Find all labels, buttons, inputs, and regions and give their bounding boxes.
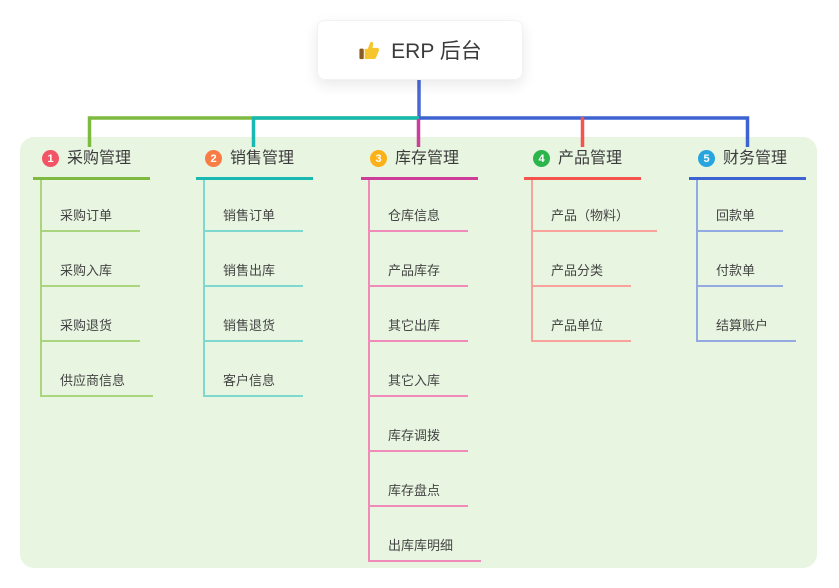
branch-children-connector-line xyxy=(40,180,42,397)
branch-node[interactable]: 1 采购管理 xyxy=(33,146,150,180)
branch-number-badge: 2 xyxy=(205,150,222,167)
branch: 1 采购管理 采购订单采购入库采购退货供应商信息 xyxy=(33,146,203,397)
child-node[interactable]: 产品分类 xyxy=(531,261,632,287)
child-node[interactable]: 供应商信息 xyxy=(40,371,154,397)
branch-label: 产品管理 xyxy=(558,150,623,167)
child-node[interactable]: 仓库信息 xyxy=(368,206,469,232)
branch-number-badge: 4 xyxy=(533,150,550,167)
branch-number-badge: 3 xyxy=(370,150,387,167)
child-node[interactable]: 产品单位 xyxy=(531,316,632,342)
child-node[interactable]: 产品库存 xyxy=(368,261,469,287)
branch-number-badge: 5 xyxy=(698,150,715,167)
branch-label: 采购管理 xyxy=(67,150,132,167)
child-node[interactable]: 采购订单 xyxy=(40,206,141,232)
child-node[interactable]: 其它出库 xyxy=(368,316,469,342)
child-node[interactable]: 销售出库 xyxy=(203,261,304,287)
child-node[interactable]: 回款单 xyxy=(696,206,784,232)
child-node[interactable]: 销售退货 xyxy=(203,316,304,342)
branch-children-connector-line xyxy=(531,180,533,342)
child-node[interactable]: 其它入库 xyxy=(368,371,469,397)
root-node-label: ERP 后台 xyxy=(391,40,482,63)
child-node[interactable]: 付款单 xyxy=(696,261,784,287)
child-node[interactable]: 采购退货 xyxy=(40,316,141,342)
branch-node[interactable]: 5 财务管理 xyxy=(689,146,806,180)
child-node[interactable]: 结算账户 xyxy=(696,316,797,342)
branch-node[interactable]: 3 库存管理 xyxy=(361,146,478,180)
branch: 3 库存管理 仓库信息产品库存其它出库其它入库库存调拨库存盘点出库库明细 xyxy=(361,146,531,562)
branch-label: 销售管理 xyxy=(230,150,295,167)
branch: 5 财务管理 回款单付款单结算账户 xyxy=(689,146,839,342)
branch-label: 财务管理 xyxy=(723,150,788,167)
child-node[interactable]: 库存盘点 xyxy=(368,481,469,507)
branch-node[interactable]: 4 产品管理 xyxy=(524,146,641,180)
thumbs-up-icon xyxy=(358,39,381,62)
branch-children-connector-line xyxy=(203,180,205,397)
child-node[interactable]: 采购入库 xyxy=(40,261,141,287)
child-node[interactable]: 出库库明细 xyxy=(368,536,482,562)
branch-children-connector-line xyxy=(368,180,370,562)
child-node[interactable]: 库存调拨 xyxy=(368,426,469,452)
branch-children-connector-line xyxy=(696,180,698,342)
branch: 2 销售管理 销售订单销售出库销售退货客户信息 xyxy=(196,146,366,397)
child-node[interactable]: 客户信息 xyxy=(203,371,304,397)
branch: 4 产品管理 产品（物料） 产品分类产品单位 xyxy=(524,146,694,342)
child-node[interactable]: 产品（物料） xyxy=(531,206,658,232)
mindmap-background-panel xyxy=(20,137,817,568)
child-node[interactable]: 销售订单 xyxy=(203,206,304,232)
branch-number-badge: 1 xyxy=(42,150,59,167)
branch-node[interactable]: 2 销售管理 xyxy=(196,146,313,180)
root-node[interactable]: ERP 后台 xyxy=(317,20,523,80)
branch-label: 库存管理 xyxy=(395,150,460,167)
